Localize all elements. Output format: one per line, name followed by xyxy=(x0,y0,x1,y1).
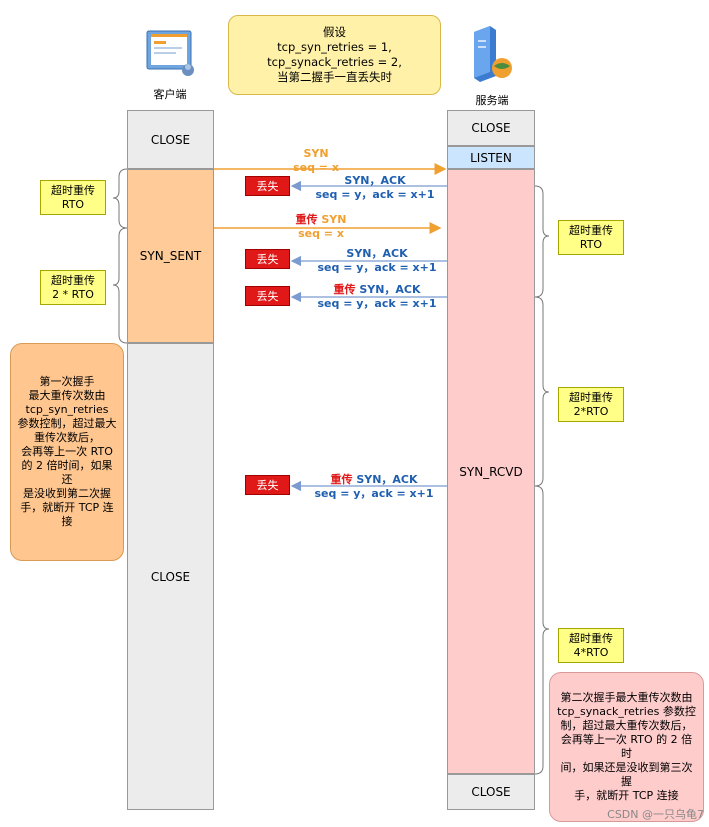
server-timeout-2-line2: 2*RTO xyxy=(573,404,609,418)
msg-synack-1-label: SYN，ACK seq = y，ack = x+1 xyxy=(312,174,438,202)
client-state-close-top: CLOSE xyxy=(127,110,214,169)
server-state-listen: LISTEN xyxy=(447,146,535,169)
msg-syn-retry-prefix: 重传 xyxy=(295,213,318,226)
server-timeout-note-1: 超时重传 RTO xyxy=(558,220,624,255)
msg-synack-retry-2-label: 重传 SYN，ACK seq = y，ack = x+1 xyxy=(311,473,437,501)
client-timeout-1-line2: RTO xyxy=(61,197,85,211)
msg-synack-2-detail: seq = y，ack = x+1 xyxy=(317,261,437,274)
server-state-close-bottom-text: CLOSE xyxy=(471,785,511,799)
msg-synack-2-name: SYN，ACK xyxy=(346,247,408,260)
msg-syn-label: SYN seq = x xyxy=(276,147,356,175)
msg-synack-retry-2-detail: seq = y，ack = x+1 xyxy=(314,487,434,500)
client-brace-1 xyxy=(112,168,128,229)
msg-synack-retry-1-detail: seq = y，ack = x+1 xyxy=(317,297,437,310)
watermark: CSDN @一只乌龟7 xyxy=(607,808,704,821)
msg-synack-2-label: SYN，ACK seq = y，ack = x+1 xyxy=(314,247,440,275)
assumption-line-2: tcp_syn_retries = 1, xyxy=(277,40,392,54)
client-computer-icon xyxy=(146,30,196,78)
msg-synack-1-name: SYN，ACK xyxy=(344,174,406,187)
msg-synack-retry-1-label: 重传 SYN，ACK seq = y，ack = x+1 xyxy=(314,283,440,311)
server-label: 服务端 xyxy=(475,94,509,107)
client-label: 客户端 xyxy=(153,88,187,101)
msg-syn-seq: seq = x xyxy=(293,161,339,174)
server-state-close-bottom: CLOSE xyxy=(447,774,535,810)
server-state-listen-text: LISTEN xyxy=(470,150,512,165)
msg-synack-retry-1-name: SYN，ACK xyxy=(359,283,421,296)
server-timeout-note-2: 超时重传 2*RTO xyxy=(558,387,624,422)
server-timeout-1-line1: 超时重传 xyxy=(569,223,613,237)
server-timeout-3-line2: 4*RTO xyxy=(573,645,609,659)
server-state-close-top: CLOSE xyxy=(447,110,535,146)
client-explanation-text: 第一次握手 最大重传次数由 tcp_syn_retries 参数控制，超过最大 … xyxy=(17,375,117,528)
client-state-close-bottom-text: CLOSE xyxy=(150,569,191,584)
msg-synack-retry-2-prefix: 重传 xyxy=(330,473,353,486)
server-explanation-text: 第二次握手最大重传次数由 tcp_synack_retries 参数控 制，超过… xyxy=(557,691,696,802)
assumption-line-4: 当第二握手一直丢失时 xyxy=(277,70,392,84)
lost-marker-3: 丢失 xyxy=(245,286,290,306)
server-explanation-note: 第二次握手最大重传次数由 tcp_synack_retries 参数控 制，超过… xyxy=(549,672,704,822)
client-timeout-1-line1: 超时重传 xyxy=(51,183,95,197)
server-brace-2 xyxy=(534,296,550,487)
server-timeout-3-line1: 超时重传 xyxy=(569,631,613,645)
server-icon xyxy=(466,26,516,82)
server-state-syn-rcvd: SYN_RCVD xyxy=(447,169,535,774)
assumption-line-3: tcp_synack_retries = 2, xyxy=(267,55,402,69)
client-state-close-bottom: CLOSE xyxy=(127,343,214,810)
server-state-syn-rcvd-text: SYN_RCVD xyxy=(459,464,523,479)
lost-marker-1: 丢失 xyxy=(245,176,290,196)
client-timeout-2-line1: 超时重传 xyxy=(51,273,95,287)
msg-syn-name: SYN xyxy=(303,147,329,160)
msg-synack-retry-2-name: SYN，ACK xyxy=(356,473,418,486)
msg-synack-1-detail: seq = y，ack = x+1 xyxy=(315,188,435,201)
msg-syn-retry-label: 重传 SYN seq = x xyxy=(276,213,366,241)
client-state-syn-sent: SYN_SENT xyxy=(127,169,214,343)
msg-synack-retry-1-prefix: 重传 xyxy=(333,283,356,296)
client-explanation-note: 第一次握手 最大重传次数由 tcp_syn_retries 参数控制，超过最大 … xyxy=(10,343,124,561)
server-state-close-top-text: CLOSE xyxy=(471,121,511,135)
server-timeout-note-3: 超时重传 4*RTO xyxy=(558,628,624,663)
client-brace-2 xyxy=(112,227,128,344)
msg-syn-retry-name: SYN xyxy=(321,213,347,226)
client-state-syn-sent-text: SYN_SENT xyxy=(139,249,202,263)
assumption-note: 假设 tcp_syn_retries = 1, tcp_synack_retri… xyxy=(228,15,441,95)
server-timeout-2-line1: 超时重传 xyxy=(569,390,613,404)
lost-marker-2: 丢失 xyxy=(245,249,290,269)
client-timeout-2-line2: 2 * RTO xyxy=(52,287,94,301)
client-state-close-top-text: CLOSE xyxy=(150,132,191,147)
client-timeout-note-1: 超时重传 RTO xyxy=(40,180,106,215)
lost-marker-4: 丢失 xyxy=(245,475,290,495)
server-brace-3 xyxy=(534,485,550,775)
msg-syn-retry-seq: seq = x xyxy=(298,227,344,240)
assumption-line-1: 假设 xyxy=(323,25,346,39)
client-timeout-note-2: 超时重传 2 * RTO xyxy=(40,270,106,305)
server-brace-1 xyxy=(534,185,550,298)
server-timeout-1-line2: RTO xyxy=(579,237,603,251)
